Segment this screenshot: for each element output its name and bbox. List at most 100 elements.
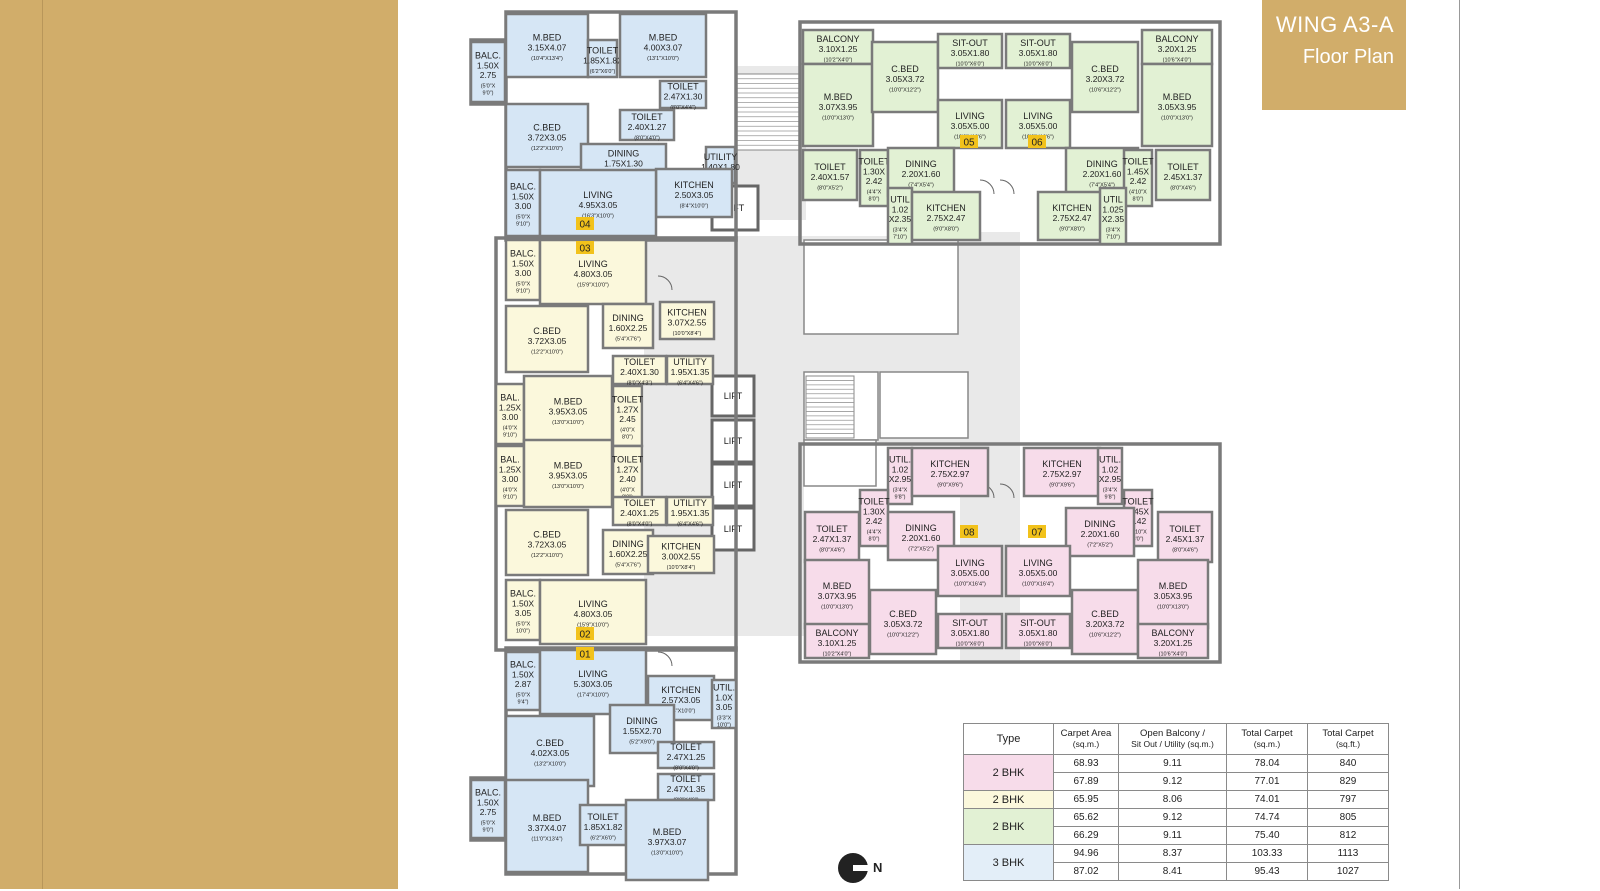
room-fill: [624, 798, 710, 882]
room-name: M.BED: [649, 32, 678, 42]
room-dimension: 8'0"): [1133, 537, 1144, 543]
room-dimension: 1.45X: [1127, 167, 1150, 177]
room-dimension: (5'4"X7'6"): [615, 562, 641, 568]
room-name: KITCHEN: [1052, 203, 1092, 213]
table-cell-type: 2 BHK: [963, 808, 1054, 845]
room-dimension: (4'4"X: [867, 530, 882, 536]
room-dimension: 1.50X: [477, 798, 500, 808]
room-fill: [803, 622, 871, 660]
room-name: UTILITY: [704, 152, 738, 162]
room-fill: [910, 190, 982, 242]
door-swing-3: [999, 179, 1015, 195]
room-name: UTIL: [890, 195, 910, 205]
room-dimension: X2.35: [889, 214, 911, 224]
room-fill: [522, 438, 614, 509]
flat-number: 07: [1031, 528, 1043, 539]
room-dimension: (10'4"X13'4"): [531, 56, 563, 62]
room-fill: [1098, 186, 1128, 246]
room-fill: [1096, 446, 1124, 506]
room-fill: [618, 12, 708, 79]
room-name: UTIL.: [713, 683, 735, 693]
room-fill: [538, 168, 658, 238]
room-dimension: (8'4"X10'0"): [667, 708, 696, 714]
header-text: (sq.ft.): [1335, 739, 1361, 749]
room-dimension: 2.47X1.37: [813, 534, 852, 544]
table-cell: 78.04: [1226, 754, 1308, 773]
lift-shaft-2: [710, 418, 756, 464]
table-cell-type: 3 BHK: [963, 844, 1054, 881]
flat-badge-08: 08: [960, 525, 978, 539]
room-dimension: 1.50X: [512, 192, 535, 202]
table-cell: 812: [1307, 826, 1389, 845]
room-name: TOILET: [816, 524, 848, 534]
room-dimension: (10'0"X6'0"): [1024, 61, 1053, 67]
room-dimension: 2.40X1.25: [620, 508, 659, 518]
flat-badge-05: 05: [960, 135, 978, 149]
room-fill: [504, 238, 542, 302]
flat-badge-06: 06: [1028, 135, 1046, 149]
room-dimension: (10'6"X4'0"): [1159, 651, 1188, 657]
room-dimension: 3.05X1.80: [1019, 48, 1058, 58]
table-cell: 8.41: [1118, 862, 1227, 881]
room-dimension: 3.20X3.72: [1086, 74, 1125, 84]
room-dimension: 1.25X: [499, 465, 522, 475]
room-fill: [1004, 544, 1072, 598]
room-dimension: 3.05X3.95: [1158, 102, 1197, 112]
room-name: TOILET: [612, 455, 644, 465]
room-name: TOILET: [670, 742, 702, 752]
room-dimension: (11'0"X13'4"): [531, 836, 562, 842]
room-dimension: 2.50X3.05: [675, 190, 714, 200]
header-text: (sq.m.): [1253, 739, 1281, 749]
room-dimension: 1.95X1.35: [671, 508, 710, 518]
table-cell: 67.89: [1053, 772, 1119, 791]
north-compass-icon: N: [837, 852, 882, 886]
room-fill: [601, 302, 655, 350]
room-dimension: 3.07X3.95: [819, 102, 858, 112]
door-swing-5: [999, 483, 1015, 499]
room-dimension: 9'8"): [895, 495, 906, 501]
rooms-layer: BALC.1.50X2.75(5'0"X9'0")M.BED3.15X4.07(…: [469, 12, 1214, 882]
room-fill: [665, 495, 715, 527]
room-fill: [658, 79, 708, 110]
room-fill: [1136, 622, 1210, 660]
room-dimension: 2.40X1.30: [620, 367, 659, 377]
room-name: SIT-OUT: [952, 38, 988, 48]
room-name: DINING: [905, 523, 937, 533]
room-dimension: (8'0"X4'6"): [1170, 185, 1196, 191]
room-dimension: (8'0"X4'0"): [673, 765, 699, 771]
room-dimension: (10'0"X6'0"): [956, 641, 985, 647]
room-name: DINING: [612, 539, 644, 549]
room-dimension: 3.07X3.95: [818, 591, 857, 601]
room-dimension: (3'4"X: [1103, 488, 1118, 494]
table-cell: 75.40: [1226, 826, 1308, 845]
room-dimension: 3.05X3.72: [884, 619, 923, 629]
room-fill: [870, 40, 940, 114]
room-dimension: 2.57X3.05: [662, 695, 701, 705]
wing-title: WING A3-A: [1275, 12, 1394, 37]
lift-shaft-1: [710, 374, 756, 418]
room-dimension: 4.00X3.07: [644, 42, 683, 52]
table-cell: 74.01: [1226, 790, 1308, 809]
left-gold-panel: [0, 0, 398, 889]
table-cell: 8.37: [1118, 844, 1227, 863]
flat-badge-07: 07: [1028, 525, 1046, 539]
room-dimension: 9'10"): [503, 495, 517, 501]
room-dimension: (10'0"X16'4"): [954, 581, 986, 587]
room-dimension: 3.00: [515, 201, 532, 211]
